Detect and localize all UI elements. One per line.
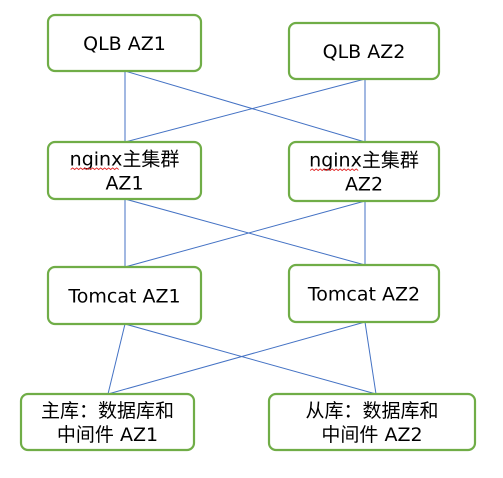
edge-tomcat_az2-to-db_replica bbox=[364, 321, 377, 395]
node-label-line: QLB AZ1 bbox=[83, 33, 166, 55]
node-label-line: nginx主集群 bbox=[309, 150, 419, 172]
edge-qlb_az1-to-nginx_az2 bbox=[124, 70, 366, 143]
edge-tomcat_az1-to-db_primary bbox=[107, 323, 126, 395]
edge-nginx_az2-to-tomcat_az1 bbox=[124, 200, 366, 268]
node-tomcat-az1: Tomcat AZ1 bbox=[46, 265, 203, 326]
node-box bbox=[287, 263, 441, 324]
node-label-line: 主库：数据库和 bbox=[41, 400, 174, 422]
node-box bbox=[46, 140, 203, 201]
node-tomcat-az2: Tomcat AZ2 bbox=[287, 263, 441, 324]
node-label-line: AZ1 bbox=[105, 173, 143, 195]
node-qlb-az2: QLB AZ2 bbox=[287, 21, 441, 81]
node-label-line: 从库：数据库和 bbox=[305, 400, 438, 422]
node-box bbox=[287, 21, 441, 81]
edge-qlb_az2-to-nginx_az1 bbox=[124, 78, 366, 143]
node-box bbox=[267, 392, 477, 452]
node-qlb-az1: QLB AZ1 bbox=[46, 13, 203, 73]
edge-tomcat_az2-to-db_primary bbox=[107, 321, 366, 395]
node-box bbox=[287, 140, 441, 203]
edges-layer bbox=[107, 70, 377, 395]
node-box bbox=[46, 13, 203, 73]
node-label-line: Tomcat AZ2 bbox=[307, 284, 420, 306]
node-label-line: 中间件 AZ2 bbox=[321, 424, 422, 446]
node-label-line: 中间件 AZ1 bbox=[57, 424, 158, 446]
spellcheck-squiggle bbox=[70, 167, 119, 171]
edge-tomcat_az1-to-db_replica bbox=[124, 323, 377, 395]
node-label-line: QLB AZ2 bbox=[323, 41, 406, 63]
node-label-line: AZ2 bbox=[345, 174, 383, 196]
node-label-line: Tomcat AZ1 bbox=[67, 286, 180, 308]
node-label-line: nginx主集群 bbox=[70, 149, 180, 171]
spellcheck-squiggle bbox=[309, 168, 359, 172]
node-box bbox=[19, 392, 196, 452]
edge-nginx_az1-to-tomcat_az2 bbox=[124, 198, 366, 266]
node-box bbox=[46, 265, 203, 326]
